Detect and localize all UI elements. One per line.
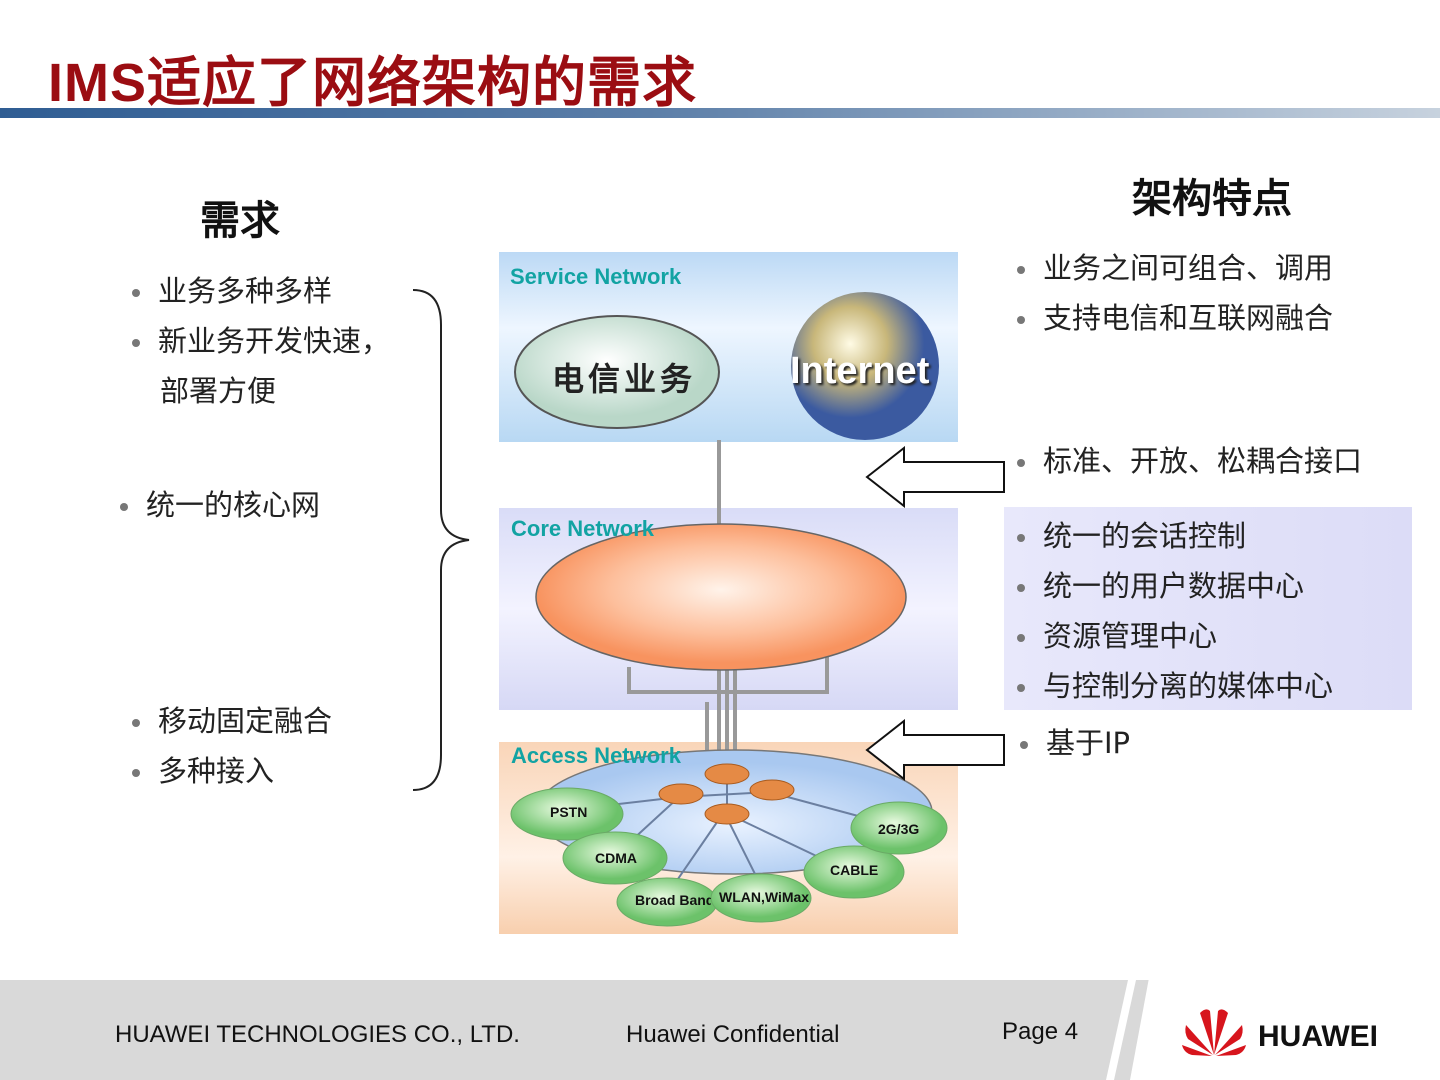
right-heading: 架构特点 <box>1132 176 1292 222</box>
requirement-group-1: 业务多种多样 新业务开发快速， 部署方便 <box>132 266 390 416</box>
requirement-item: 多种接入 <box>158 754 275 788</box>
huawei-logo-icon <box>1182 1009 1246 1056</box>
network-diagram <box>510 292 948 927</box>
requirement-item: 移动固定融合 <box>158 704 333 738</box>
arrow-left-icon <box>865 719 1005 781</box>
brace-icon <box>412 289 470 791</box>
footer-confidential: Huawei Confidential <box>626 1021 840 1048</box>
footer-company: HUAWEI TECHNOLOGIES CO., LTD. <box>115 1021 520 1048</box>
page-number: Page 4 <box>1002 1018 1079 1045</box>
feature-item: 统一的会话控制 <box>1043 519 1247 553</box>
telecom-service-label: 电信业务 <box>552 360 697 398</box>
feature-item: 支持电信和互联网融合 <box>1043 301 1334 335</box>
access-node-cable: CABLE <box>830 862 879 878</box>
service-network-label: Service Network <box>510 264 682 289</box>
requirement-item: 新业务开发快速， <box>158 324 391 358</box>
feature-item: 标准、开放、松耦合接口 <box>1043 444 1363 478</box>
access-clouds <box>510 787 948 927</box>
footer: HUAWEI TECHNOLOGIES CO., LTD. Huawei Con… <box>0 980 1440 1080</box>
telecom-service-ellipse <box>514 315 720 429</box>
internet-label: Internet <box>790 350 930 392</box>
core-network-ellipse <box>535 523 907 671</box>
feature-item: 统一的用户数据中心 <box>1043 569 1305 603</box>
requirement-item: 业务多种多样 <box>158 274 333 308</box>
feature-item: 业务之间可组合、调用 <box>1043 251 1334 285</box>
huawei-logo-text: HUAWEI <box>1258 1020 1378 1053</box>
internet-globe-icon <box>791 292 939 440</box>
core-features-panel <box>1004 507 1412 710</box>
access-node-cdma: CDMA <box>595 850 637 866</box>
footer-divider <box>1106 980 1136 1080</box>
requirement-item: 统一的核心网 <box>146 488 321 522</box>
feature-item: 资源管理中心 <box>1043 619 1218 653</box>
access-node-wlan: WLAN,WiMax <box>719 889 810 905</box>
core-network-label: Core Network <box>511 516 655 541</box>
access-network-label: Access Network <box>511 743 681 768</box>
access-node-broadband: Broad Band <box>635 892 711 908</box>
left-heading: 需求 <box>200 198 280 244</box>
requirement-item: 部署方便 <box>160 374 277 408</box>
arrow-left-icon <box>865 446 1005 508</box>
router-icons <box>658 763 795 825</box>
feature-item: 与控制分离的媒体中心 <box>1043 669 1334 703</box>
title-divider <box>0 108 1440 118</box>
feature-item: 基于IP <box>1046 726 1131 760</box>
slide-title: IMS适应了网络架构的需求 <box>48 53 698 113</box>
access-node-2g3g: 2G/3G <box>878 821 920 837</box>
access-node-pstn: PSTN <box>550 804 588 820</box>
